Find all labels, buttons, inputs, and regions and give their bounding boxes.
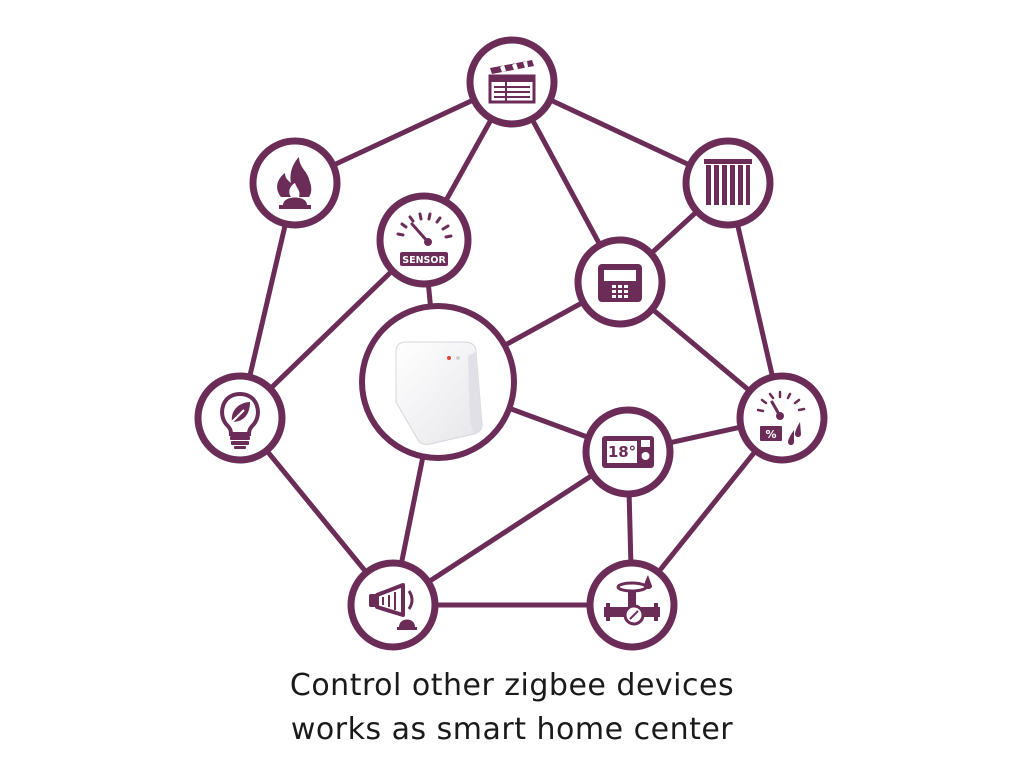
sensor-label: SENSOR bbox=[402, 255, 446, 266]
device-node-blinds bbox=[686, 141, 770, 225]
device-node-bulb bbox=[198, 376, 282, 460]
device-node-humidity: % bbox=[740, 376, 824, 460]
security-keypad-icon bbox=[598, 264, 642, 302]
device-node-valve bbox=[590, 563, 674, 647]
status-led-red bbox=[447, 356, 451, 360]
device-node-clapper bbox=[470, 40, 554, 124]
caption-line-1: Control other zigbee devices bbox=[0, 668, 1024, 704]
device-node-siren bbox=[351, 563, 435, 647]
caption-line-2: works as smart home center bbox=[0, 712, 1024, 748]
device-node-thermostat: 18° bbox=[586, 410, 670, 494]
device-node-keypad bbox=[578, 240, 662, 324]
device-node-sensor: SENSOR bbox=[380, 196, 468, 284]
hub-node bbox=[362, 306, 514, 458]
status-led-white bbox=[456, 356, 460, 360]
device-node-fire bbox=[253, 141, 337, 225]
thermostat-label: 18° bbox=[608, 443, 636, 461]
humidity-label: % bbox=[765, 428, 776, 441]
